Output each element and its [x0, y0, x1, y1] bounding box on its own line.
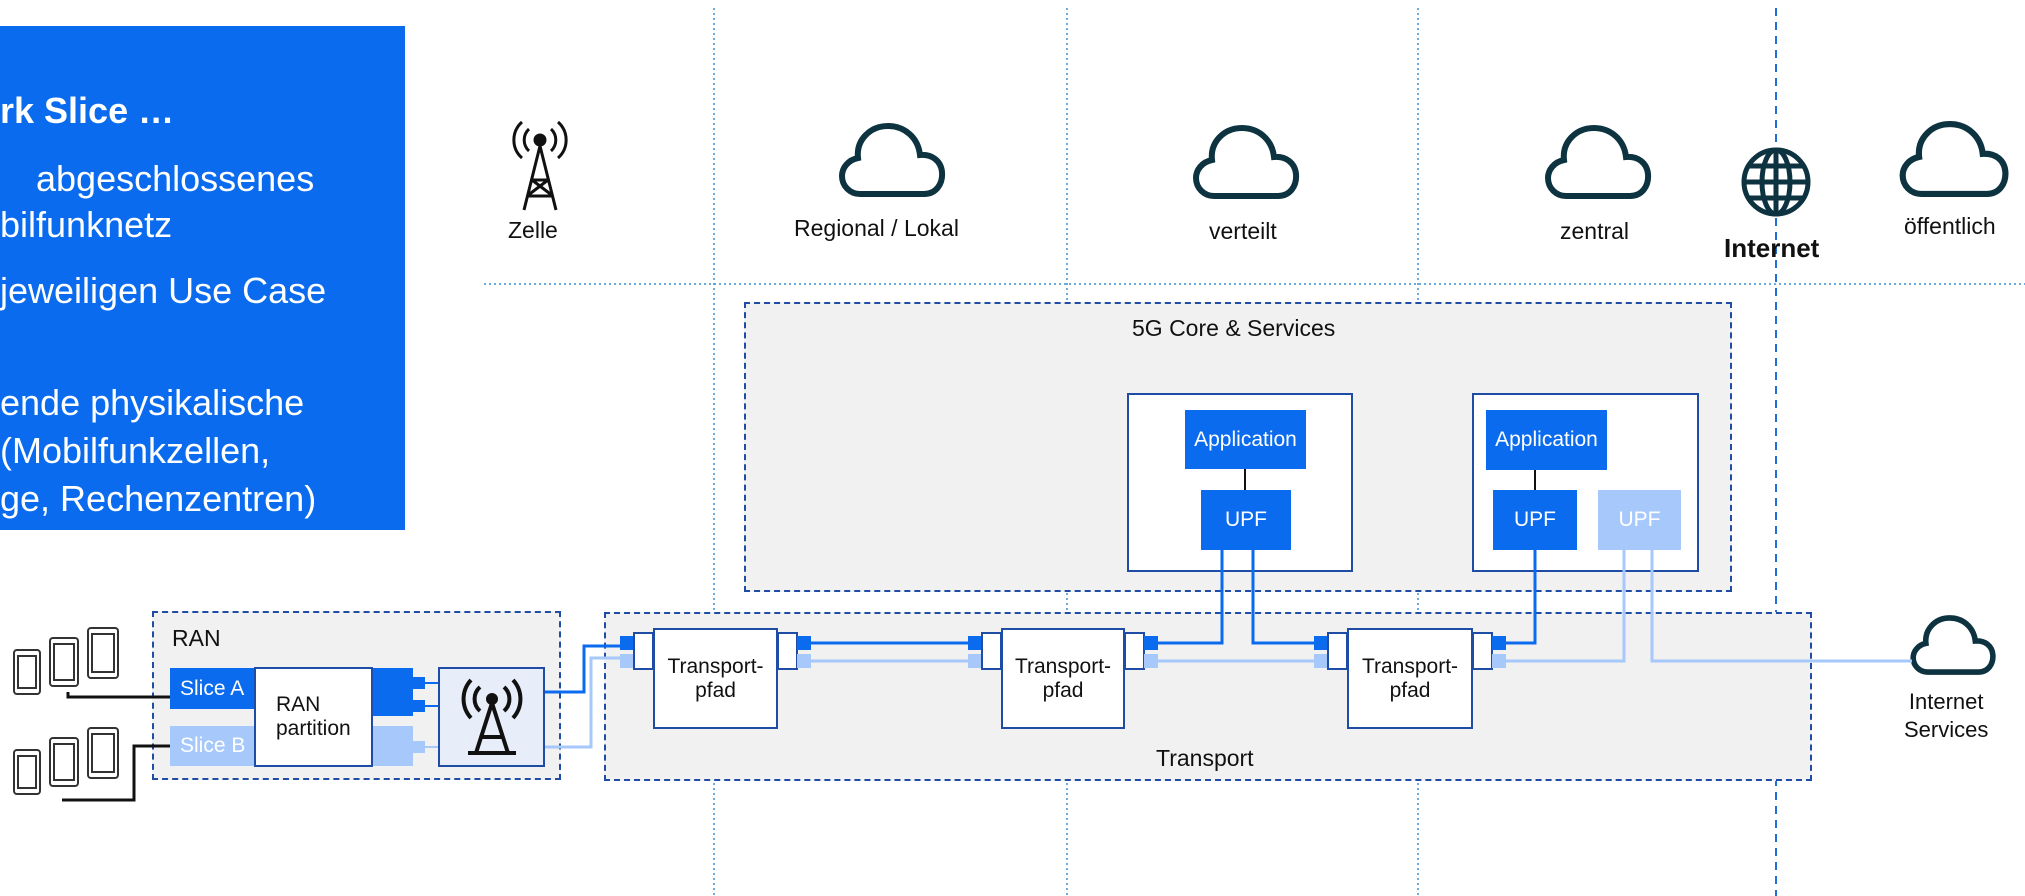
zone-regional-label: Regional / Lokal	[794, 215, 959, 241]
cloud-icon	[1898, 120, 2010, 203]
cloud-icon	[1910, 614, 1996, 681]
antenna-icon	[461, 678, 522, 755]
ran-slice-b-channel	[373, 726, 413, 766]
globe-icon	[1740, 146, 1812, 223]
ran-title: RAN	[172, 625, 221, 651]
info-box: rk Slice … abgeschlossenes bilfunknetz j…	[0, 26, 405, 530]
cloud-icon	[1544, 124, 1652, 205]
application-block-distributed[interactable]: Application	[1185, 410, 1306, 469]
transport-node-label: Transport- pfad	[1361, 654, 1459, 702]
antenna-box[interactable]	[438, 667, 545, 767]
devices-icon	[12, 726, 122, 803]
ran-partition-box[interactable]: RAN partition	[254, 667, 373, 767]
info-line-4: ende physikalische	[0, 382, 305, 423]
ran-partition-label: RAN partition	[276, 693, 351, 740]
ran-slice-a-channel	[373, 668, 413, 716]
info-line-3: jeweiligen Use Case	[0, 270, 327, 311]
zone-internet-label: Internet	[1724, 233, 1820, 263]
zone-central-label: zentral	[1560, 218, 1630, 244]
application-block-central[interactable]: Application	[1486, 410, 1607, 470]
info-line-2: bilfunknetz	[0, 204, 173, 245]
slice-b-badge[interactable]: Slice B	[170, 726, 254, 766]
transport-node-label: Transport- pfad	[1014, 654, 1112, 702]
info-heading: rk Slice …	[0, 90, 175, 131]
upf-block-distributed[interactable]: UPF	[1201, 490, 1291, 550]
cloud-icon	[1192, 124, 1300, 205]
transport-title: Transport	[1156, 745, 1254, 771]
info-line-5: (Mobilfunkzellen,	[0, 430, 271, 471]
core-services-title: 5G Core & Services	[1132, 315, 1336, 341]
upf-block-central-b[interactable]: UPF	[1598, 490, 1681, 550]
transport-node-label: Transport- pfad	[667, 654, 764, 702]
transport-node-2[interactable]: Transport- pfad	[1001, 628, 1125, 729]
devices-icon	[12, 626, 122, 703]
cell-tower-icon	[512, 118, 568, 219]
info-line-1: abgeschlossenes	[36, 158, 315, 199]
info-line-6: ge, Rechenzentren)	[0, 478, 317, 519]
zone-cell-label: Zelle	[508, 217, 558, 243]
slice-a-badge[interactable]: Slice A	[170, 668, 254, 709]
upf-block-central-a[interactable]: UPF	[1493, 490, 1577, 550]
transport-node-1[interactable]: Transport- pfad	[653, 628, 778, 729]
transport-node-3[interactable]: Transport- pfad	[1347, 628, 1473, 729]
internet-services-label: Internet Services	[1904, 689, 1989, 742]
zone-distributed-label: verteilt	[1209, 218, 1277, 244]
zone-public-label: öffentlich	[1904, 213, 1996, 239]
cloud-icon	[838, 122, 946, 203]
